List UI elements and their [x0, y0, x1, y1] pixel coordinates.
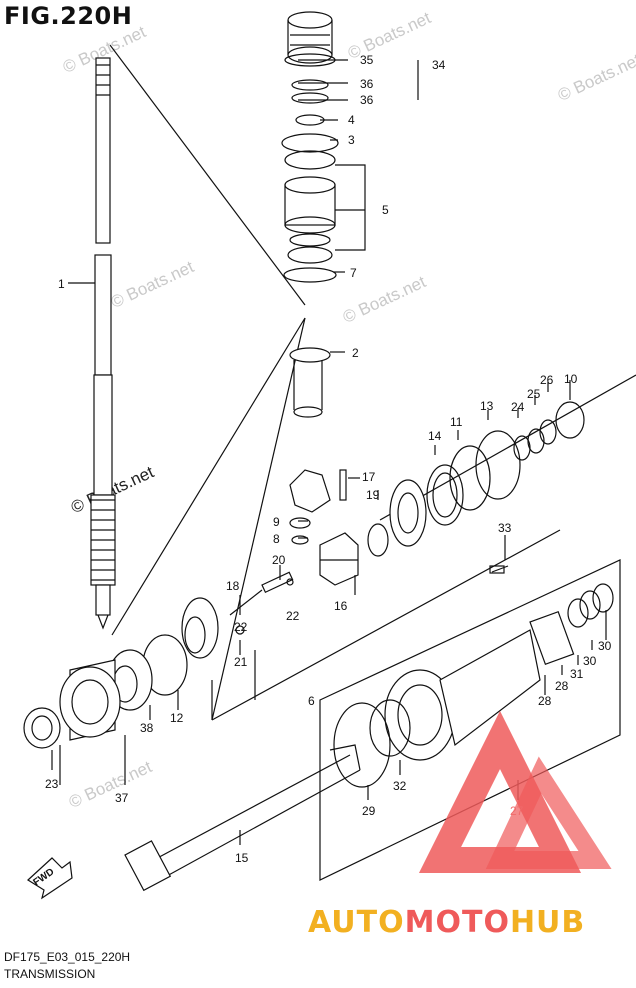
callout: 30 — [583, 654, 597, 668]
reverse-gear — [181, 571, 294, 659]
guide-line — [211, 317, 306, 721]
forward-gear — [367, 479, 427, 557]
clutch-dog — [319, 469, 359, 586]
callout: 25 — [527, 387, 541, 401]
callout: 28 — [555, 679, 569, 693]
frame-box — [319, 559, 621, 881]
callout-labels: 1 2 3 4 5 6 7 8 9 10 11 12 13 14 15 16 1… — [31, 53, 611, 888]
callout: 21 — [234, 655, 248, 669]
callout: 37 — [115, 791, 129, 805]
callout: 29 — [362, 804, 376, 818]
callout: 35 — [360, 53, 374, 67]
callout: 24 — [511, 400, 525, 414]
model-code: DF175_E03_015_220H — [4, 950, 131, 964]
callout: 7 — [350, 266, 357, 280]
frame-line — [211, 529, 561, 721]
propeller-shaft — [124, 744, 361, 892]
callout: 5 — [382, 203, 389, 217]
callout: 18 — [226, 579, 240, 593]
drive-shaft — [90, 57, 116, 630]
callout: 6 — [308, 694, 315, 708]
callout: 8 — [273, 532, 280, 546]
figure-title: FIG.220H — [4, 2, 133, 30]
callout: 1 — [58, 277, 65, 291]
callout: 14 — [428, 429, 442, 443]
callout: 23 — [45, 777, 59, 791]
callout: 22 — [234, 620, 248, 634]
bearing-stack — [281, 11, 339, 283]
pinion-gear — [289, 469, 331, 545]
callout: 9 — [273, 515, 280, 529]
callout: 16 — [334, 599, 348, 613]
callout: 26 — [540, 373, 554, 387]
guide-line — [109, 44, 306, 306]
callout: 2 — [352, 346, 359, 360]
guide-line — [111, 317, 306, 636]
rear-bearings — [23, 634, 188, 749]
callout: 38 — [140, 721, 154, 735]
callout: 33 — [498, 521, 512, 535]
section-title: TRANSMISSION — [4, 967, 96, 981]
callout: 36 — [360, 93, 374, 107]
callout: 36 — [360, 77, 374, 91]
callout: 15 — [235, 851, 249, 865]
callout: 32 — [393, 779, 407, 793]
brand-part-moto: MOTO — [404, 905, 510, 940]
callout: 34 — [432, 58, 446, 72]
callout: 27 — [510, 804, 524, 818]
callout: 31 — [570, 667, 584, 681]
callout: 11 — [450, 415, 463, 429]
callout: 13 — [480, 399, 494, 413]
sleeve — [289, 347, 331, 418]
fwd-arrow — [27, 857, 73, 900]
callout: 3 — [348, 133, 355, 147]
bearing-carrier — [333, 565, 614, 788]
brand-part-auto: AUTO — [308, 905, 405, 940]
callout: 12 — [170, 711, 184, 725]
callout: 30 — [598, 639, 612, 653]
callout: 28 — [538, 694, 552, 708]
callout: 10 — [564, 372, 578, 386]
thrust-bearing — [426, 401, 585, 526]
brand-logo-text: AUTOMOTOHUB — [308, 905, 585, 940]
callout: 19 — [366, 488, 380, 502]
callout: 17 — [362, 470, 376, 484]
brand-logo-mark — [418, 710, 612, 873]
callout: 4 — [348, 113, 355, 127]
brand-part-hub: HUB — [509, 905, 586, 940]
callout: 20 — [272, 553, 286, 567]
callout: 22 — [286, 609, 300, 623]
